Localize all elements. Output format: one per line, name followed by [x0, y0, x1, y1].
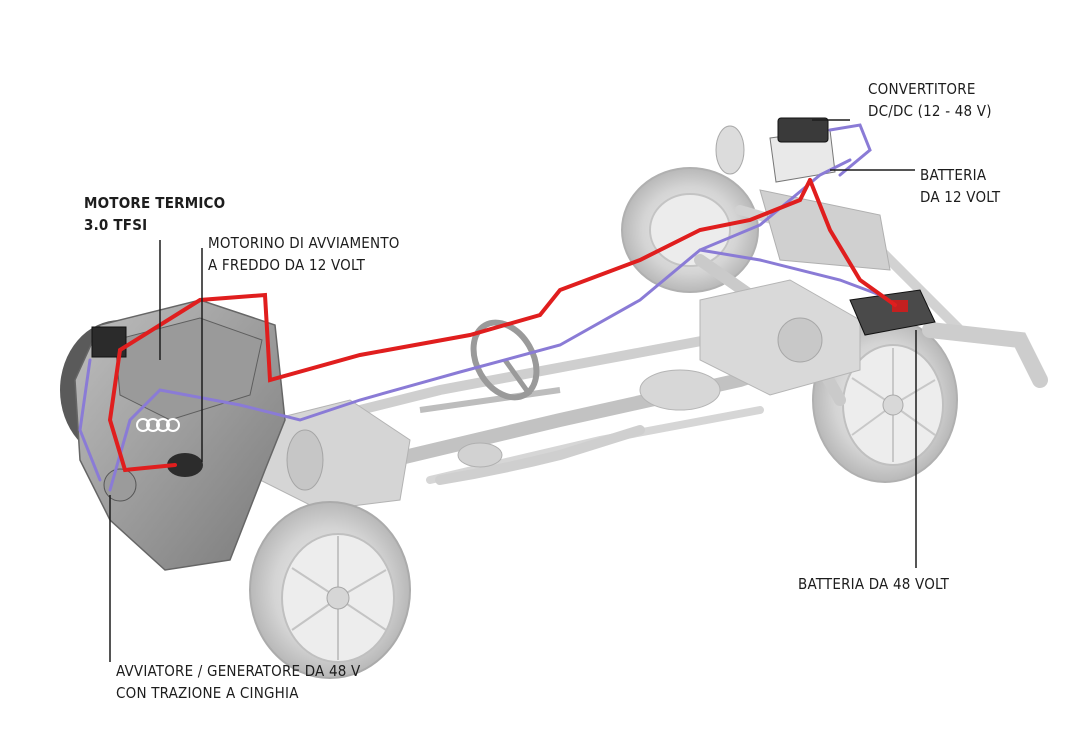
label-generator-line1: AVVIATORE / GENERATORE DA 48 V: [116, 662, 361, 680]
label-generator-line2: CON TRAZIONE A CINGHIA: [116, 684, 299, 702]
label-starter-line2: A FREDDO DA 12 VOLT: [208, 256, 366, 274]
label-battery-12v: BATTERIA DA 12 VOLT: [920, 164, 1000, 208]
label-generator: AVVIATORE / GENERATORE DA 48 V CON TRAZI…: [116, 660, 360, 704]
label-starter: MOTORINO DI AVVIAMENTO A FREDDO DA 12 VO…: [208, 232, 400, 276]
engine-block: [74, 299, 286, 571]
label-engine-line2: 3.0 TFSI: [84, 216, 148, 234]
label-battery-48v: BATTERIA DA 48 VOLT: [798, 573, 949, 595]
label-battery12-line2: DA 12 VOLT: [920, 188, 1001, 206]
starter-motor: [167, 453, 203, 477]
rear-axle-assembly: [699, 189, 891, 396]
label-engine: MOTORE TERMICO 3.0 TFSI: [84, 192, 225, 236]
label-converter: CONVERTITORE DC/DC (12 - 48 V): [868, 78, 992, 122]
dc-dc-converter: [777, 117, 829, 143]
steering-wheel: [470, 319, 540, 401]
label-converter-line1: CONVERTITORE: [868, 80, 976, 98]
battery-12v-unit: [715, 117, 836, 183]
label-engine-line1: MOTORE TERMICO: [84, 194, 226, 212]
label-battery48-line1: BATTERIA DA 48 VOLT: [798, 575, 950, 593]
cable-48v: [107, 178, 897, 473]
cable-12v: [78, 123, 882, 492]
label-converter-line2: DC/DC (12 - 48 V): [868, 102, 992, 120]
belt-generator: [103, 468, 137, 502]
battery-48v-unit: [849, 289, 936, 336]
label-battery12-line1: BATTERIA: [920, 166, 987, 184]
rear-left-wheel: [621, 167, 759, 293]
exhaust-system: [435, 369, 721, 485]
leader-lines: [109, 119, 917, 662]
front-right-wheel: [249, 501, 411, 679]
label-starter-line1: MOTORINO DI AVVIAMENTO: [208, 234, 400, 252]
